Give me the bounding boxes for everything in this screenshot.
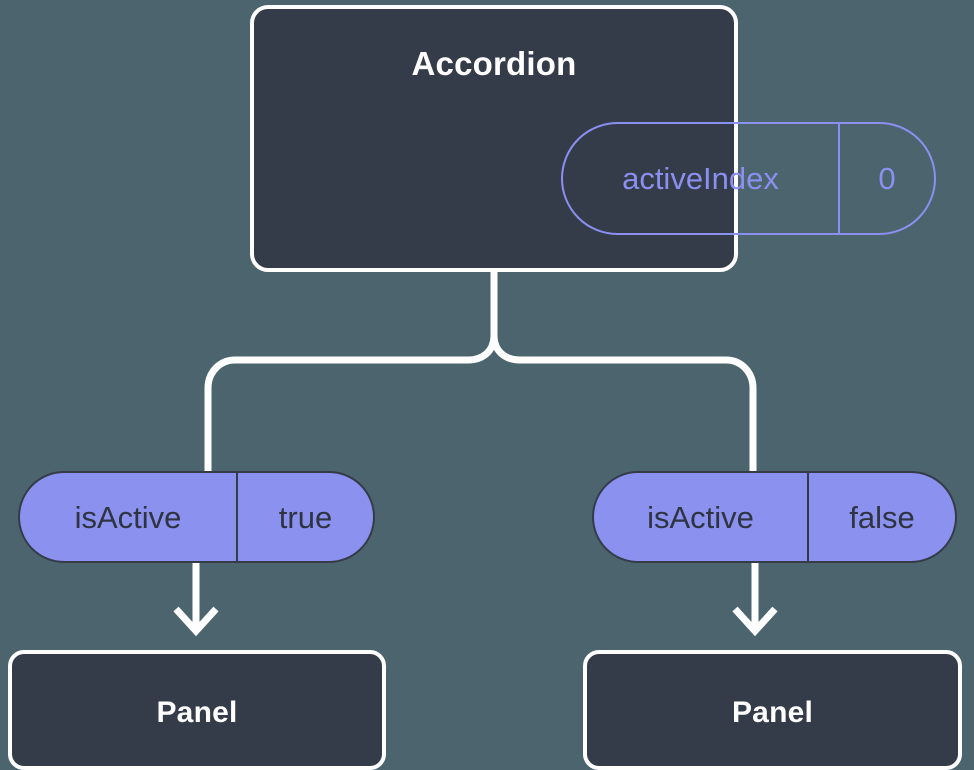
connector-fork-left (204, 334, 498, 471)
panel-card-right[interactable]: Panel (583, 650, 962, 770)
accordion-title: Accordion (411, 45, 577, 82)
isactive-true-key: isActive (20, 473, 238, 561)
isactive-false-key: isActive (594, 473, 809, 561)
activeindex-prop-pill[interactable]: activeIndex 0 (561, 122, 936, 235)
isactive-false-value: false (849, 499, 915, 535)
panel-right-title: Panel (731, 696, 814, 729)
panel-left-title: Panel (156, 696, 238, 729)
activeindex-prop-key: activeIndex (563, 124, 840, 233)
connector-fork-right (490, 334, 757, 471)
panel-card-left[interactable]: Panel (8, 650, 386, 770)
accordion-component-card[interactable]: Accordion activeIndex 0 (250, 5, 936, 272)
activeindex-prop-value: 0 (878, 161, 896, 196)
isactive-true-pill[interactable]: isActive true (18, 471, 375, 563)
arrow-head-left-icon (173, 606, 219, 637)
arrow-head-right-icon (732, 606, 778, 637)
isactive-false-pill[interactable]: isActive false (592, 471, 957, 563)
isactive-true-value: true (278, 499, 333, 535)
